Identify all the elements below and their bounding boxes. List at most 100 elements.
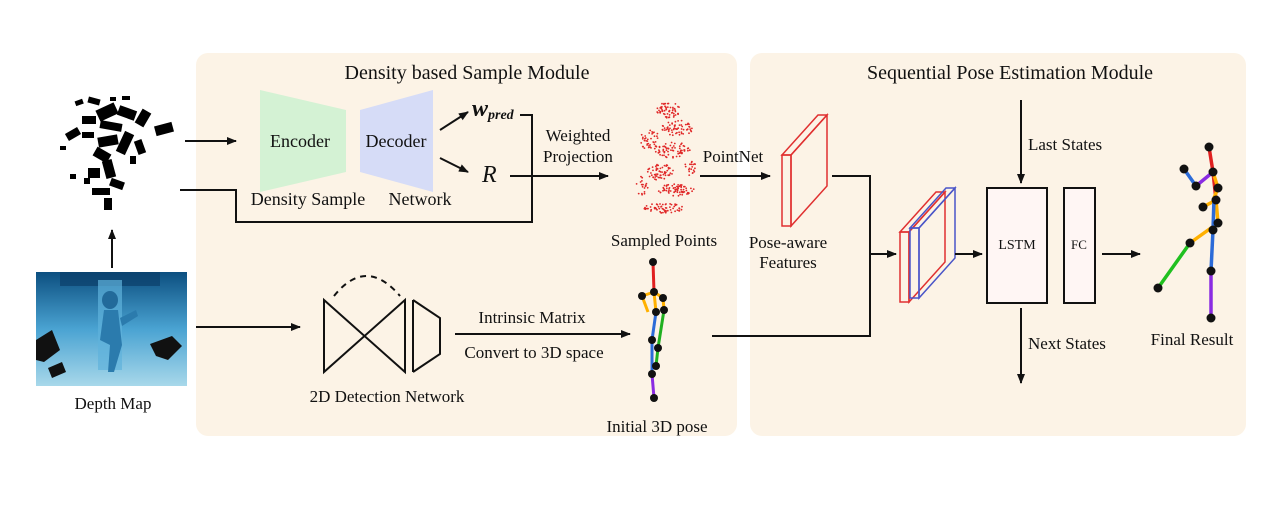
sampled-point [679, 193, 681, 196]
sampled-point [670, 211, 673, 214]
sequential-module-title: Sequential Pose Estimation Module [867, 62, 1153, 84]
sampled-point [669, 206, 671, 209]
sampled-point [686, 193, 688, 195]
sampled-point [663, 154, 665, 157]
sampled-point [654, 174, 657, 177]
sampled-point [645, 184, 647, 187]
pose-to-concat-line [712, 254, 871, 337]
sampled-point [677, 120, 679, 122]
sampled-point [676, 191, 679, 194]
sampled-point [649, 144, 651, 146]
to-r-arrow [439, 157, 469, 173]
sampled-point [680, 185, 683, 188]
sampled-point [665, 116, 668, 119]
sampled-point [646, 170, 649, 173]
sampled-point [688, 174, 691, 177]
sampled-point [640, 175, 642, 178]
sampled-point [676, 189, 679, 192]
sampled-point [654, 176, 657, 178]
sampled-point [671, 173, 673, 175]
sampled-point [669, 106, 672, 109]
sampled-point [649, 129, 652, 132]
sampled-point [670, 149, 672, 152]
sampled-point [672, 169, 674, 172]
sampled-point [672, 155, 674, 158]
detection-network-label: 2D Detection Network [310, 387, 465, 406]
sampled-point [659, 174, 662, 177]
sampled-point [641, 193, 643, 196]
sampled-point [664, 102, 667, 105]
sampled-point [652, 176, 654, 179]
sampled-point [658, 146, 661, 149]
sampled-point [691, 190, 693, 193]
sampled-point [656, 135, 658, 138]
sampled-point [665, 108, 668, 111]
sampled-point [669, 167, 671, 170]
sampled-point [690, 161, 693, 164]
convert-label: Convert to 3D space [464, 343, 603, 362]
sampled-point [674, 103, 677, 105]
sampled-point [678, 210, 681, 212]
sampled-point [685, 189, 688, 192]
sampled-point [681, 125, 684, 128]
sampled-point [690, 187, 692, 190]
sampled-point [662, 211, 664, 214]
sampled-point [648, 167, 651, 170]
sampled-point [669, 172, 672, 175]
sampled-point [686, 128, 689, 131]
sampled-point [680, 131, 683, 134]
sampled-point [662, 148, 665, 151]
sampled-point [686, 147, 689, 150]
sampled-point [663, 151, 666, 154]
sampled-point [678, 185, 681, 188]
sampled-point [682, 128, 685, 131]
initial-3d-pose-joints [638, 258, 668, 402]
sampled-point [672, 106, 674, 109]
weighted-label-2: Projection [543, 147, 613, 166]
sampled-point [685, 187, 688, 190]
sampled-point [672, 187, 675, 189]
sampled-point [670, 141, 673, 144]
sampled-point [674, 109, 677, 112]
sampled-point [672, 194, 675, 197]
sampled-point [659, 176, 661, 179]
sampled-point [684, 165, 687, 168]
w-symbol: w [472, 96, 489, 122]
sampled-point [672, 145, 675, 147]
sampled-point [674, 188, 676, 191]
sampled-point [669, 203, 671, 205]
sampled-point [662, 186, 665, 189]
sampled-point [655, 168, 658, 171]
sampled-point [659, 153, 661, 156]
sampled-point [642, 145, 644, 148]
sampled-point [667, 147, 670, 150]
sampled-point [681, 152, 683, 154]
sampled-point [651, 166, 654, 169]
sampled-point [656, 111, 659, 113]
sampled-point [666, 164, 669, 167]
sampled-point [662, 173, 665, 176]
sampled-point [673, 205, 676, 208]
sampled-point [670, 129, 673, 132]
sampled-point [674, 114, 677, 116]
sampled-point [681, 191, 684, 194]
decoder-block [360, 90, 433, 192]
sampled-point [666, 127, 669, 129]
sampled-point [659, 203, 661, 205]
sampled-point [665, 187, 668, 190]
sampled-point [660, 212, 662, 214]
sampled-point [650, 172, 652, 174]
final-result-label: Final Result [1151, 330, 1234, 349]
sampled-point [649, 206, 652, 208]
sampled-point [663, 164, 666, 167]
sampled-point [667, 153, 670, 156]
sampled-point [678, 131, 680, 134]
sampled-point [641, 137, 644, 140]
sampled-point [657, 205, 660, 208]
sampled-point [690, 168, 693, 171]
pose-aware-feature-block [780, 113, 829, 228]
sampled-point [653, 207, 656, 210]
sampled-point [693, 170, 696, 173]
sampled-point [667, 130, 670, 133]
sampled-point [675, 155, 678, 158]
